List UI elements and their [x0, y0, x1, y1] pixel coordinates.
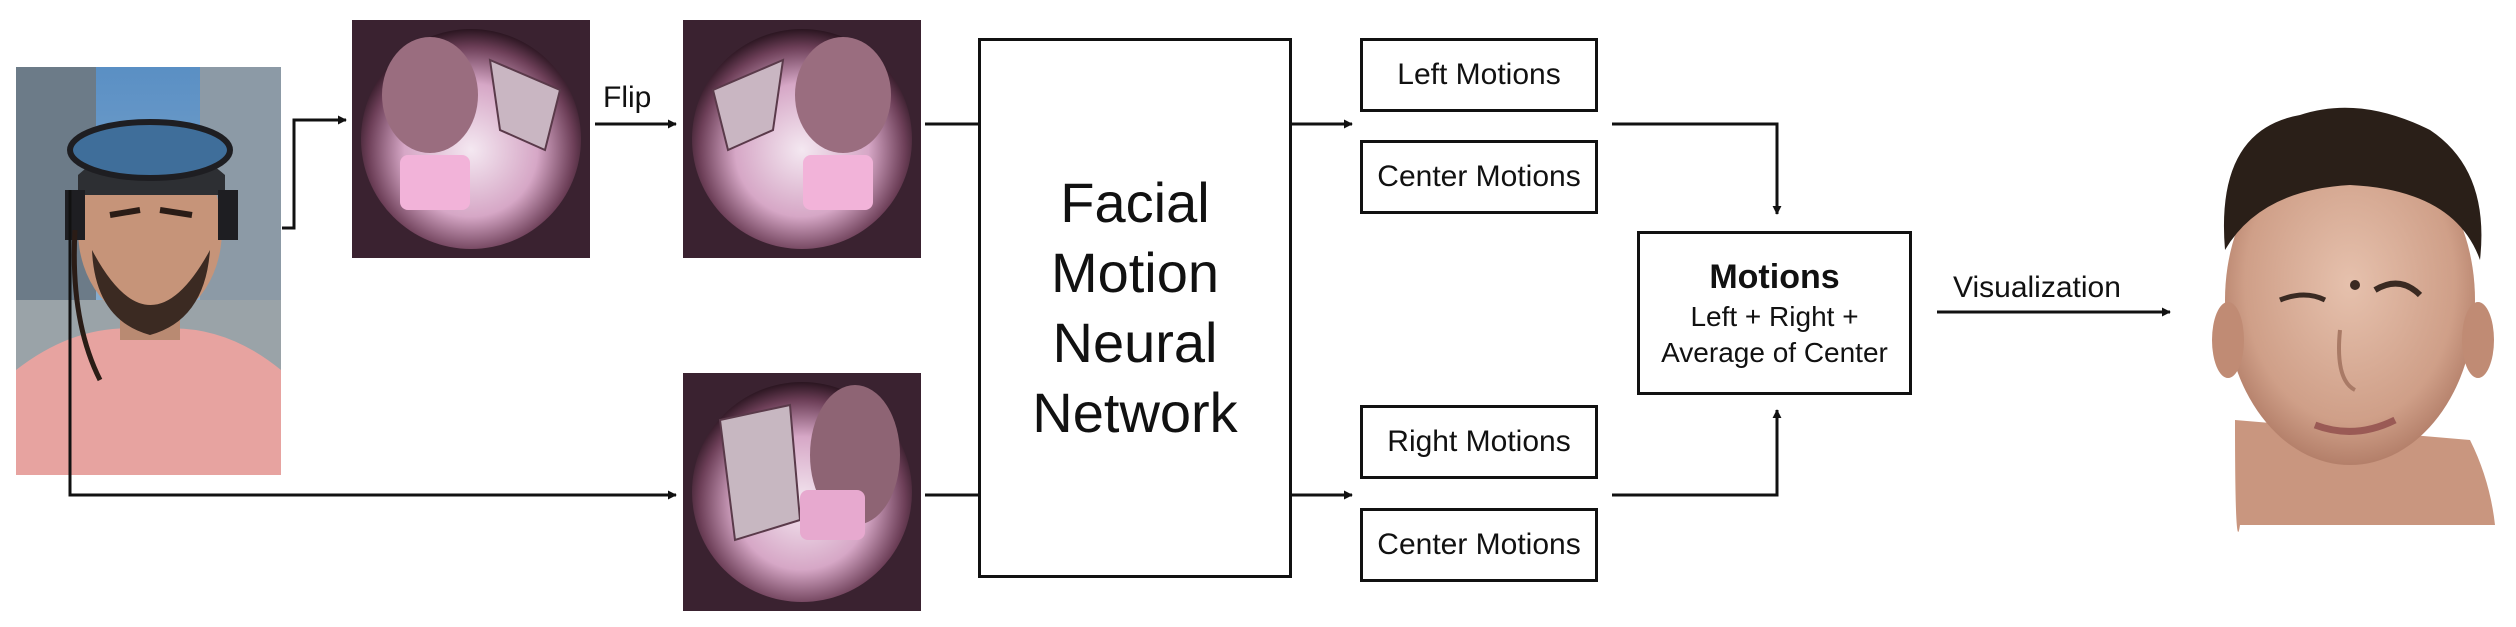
network-line-4: Network — [1032, 381, 1238, 444]
arrow-bottom-motions-to-combined — [1612, 409, 1782, 497]
network-line-2: Motion — [1050, 241, 1220, 304]
arrow-person-to-left-camera — [282, 115, 347, 230]
network-line-3: Neural — [1052, 311, 1218, 374]
combined-motions-title: Motions — [1709, 257, 1840, 296]
right-motions-box: Right Motions — [1360, 405, 1598, 479]
flip-label: Flip — [603, 81, 652, 114]
avatar-face — [2212, 107, 2495, 532]
visualization-label: Visualization — [1953, 271, 2121, 304]
combined-motions-box: Motions Left + Right + Average of Center — [1637, 231, 1912, 395]
combined-motions-line-1: Left + Right + — [1690, 300, 1859, 332]
left-camera-fisheye — [352, 20, 590, 258]
combined-motions-line-2: Average of Center — [1661, 337, 1888, 369]
left-motions-box: Left Motions — [1360, 38, 1598, 112]
network-line-1: Facial — [1060, 171, 1210, 234]
arrow-top-motions-to-combined — [1612, 122, 1782, 215]
arrow-person-to-right-camera — [68, 190, 677, 500]
center-motions-top-box: Center Motions — [1360, 140, 1598, 214]
facial-motion-neural-network-box: Facial Motion Neural Network — [978, 38, 1292, 578]
flipped-left-camera-fisheye — [683, 20, 921, 258]
person-photo — [16, 67, 281, 475]
center-motions-bottom-box: Center Motions — [1360, 508, 1598, 582]
right-camera-fisheye — [683, 373, 921, 611]
